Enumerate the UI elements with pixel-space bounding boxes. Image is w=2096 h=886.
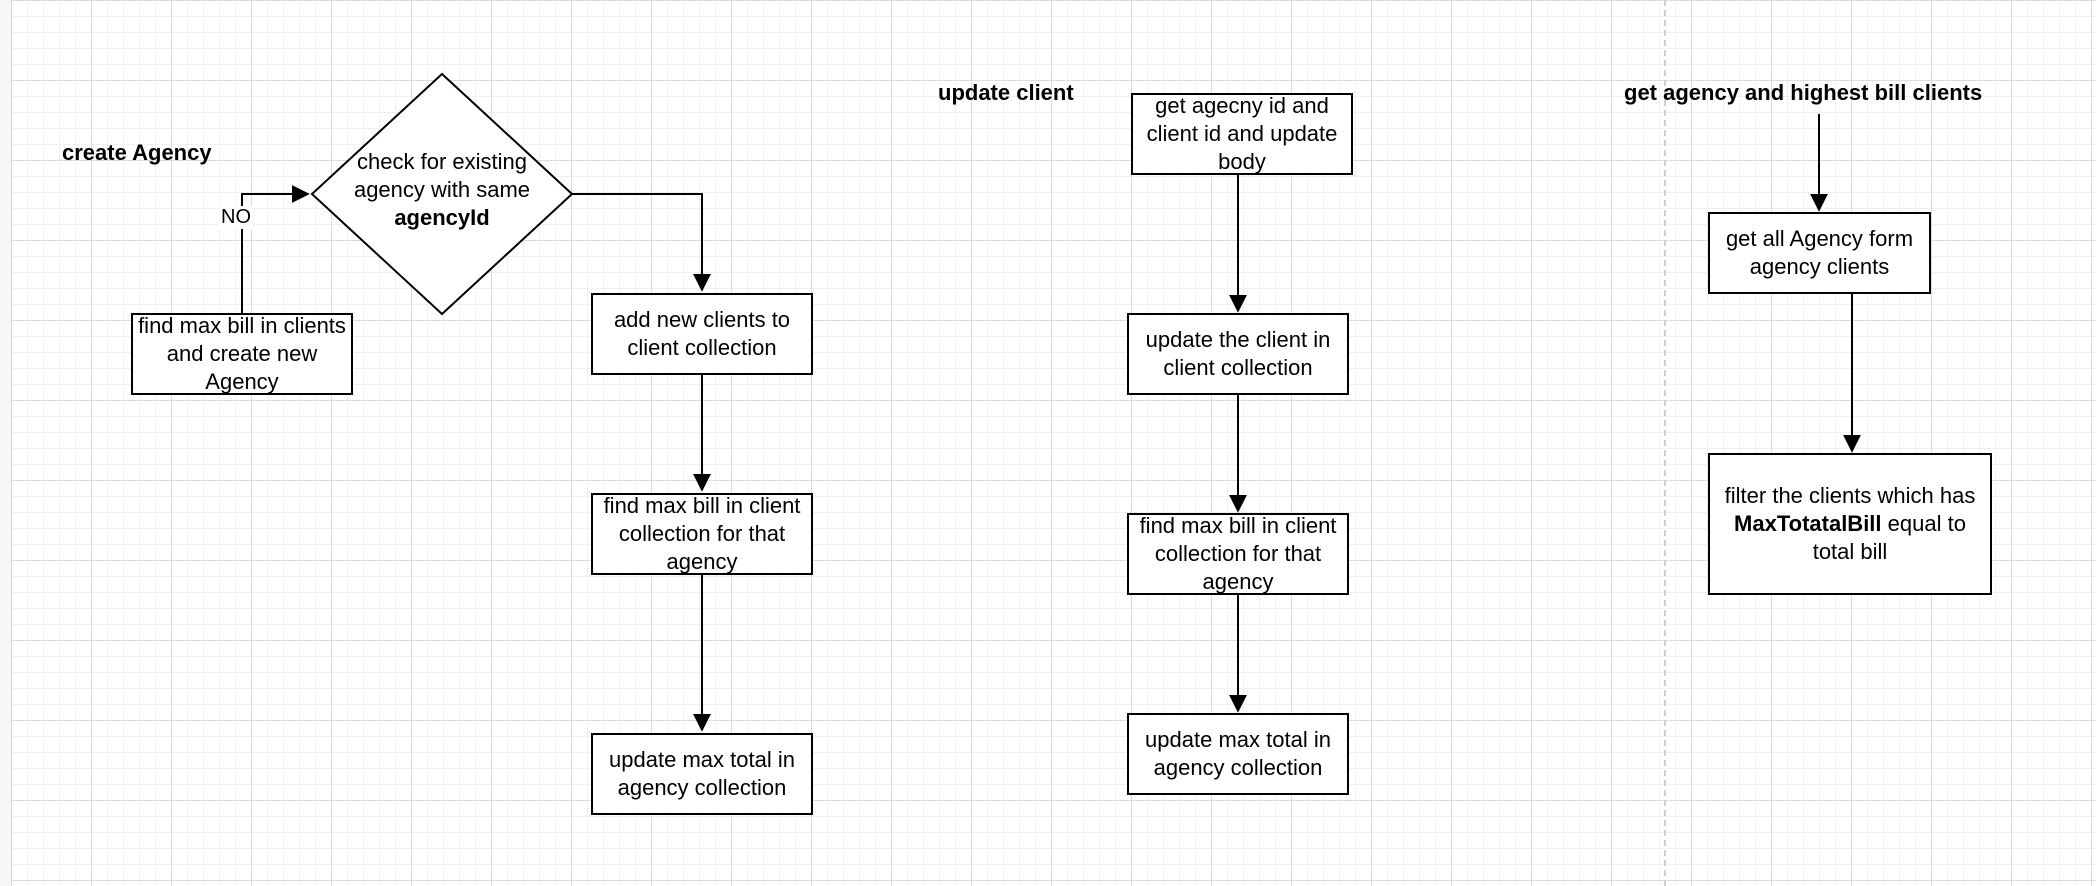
box-update-the-client-label: update the client in client collection <box>1145 327 1331 380</box>
box-filter-clients-bold: MaxTotatalBill <box>1734 511 1882 536</box>
title-get-agency: get agency and highest bill clients <box>1624 80 1983 105</box>
page-break-line <box>1664 0 1666 886</box>
decision-diamond[interactable] <box>310 72 574 316</box>
box-add-new-clients-label: add new clients to client collection <box>613 307 791 360</box>
title-update-client: update client <box>938 80 1074 105</box>
box-update-max-total-update-label: update max total in agency collection <box>1145 727 1331 780</box>
box-update-the-client[interactable]: update the client in client collection <box>1127 313 1349 395</box>
decision-label-bold: agencyId <box>394 205 490 230</box>
box-filter-clients-suffix: equal to total bill <box>1812 511 1966 564</box>
box-find-max-bill-update-label: find max bill in client collection for t… <box>1139 513 1337 594</box>
box-get-ids[interactable]: get agecny id and client id and update b… <box>1131 93 1353 175</box>
box-get-all-agency-label: get all Agency form agency clients <box>1725 226 1914 279</box>
box-filter-clients[interactable]: filter the clients which has MaxTotatalB… <box>1708 453 1992 595</box>
box-update-max-total-update[interactable]: update max total in agency collection <box>1127 713 1349 795</box>
box-filter-clients-prefix: filter the clients which has <box>1724 483 1976 508</box>
decision-label-text: check for existing agency with same <box>353 149 531 202</box>
box-filter-clients-label: filter the clients which has MaxTotatalB… <box>1713 482 1987 566</box>
box-get-all-agency[interactable]: get all Agency form agency clients <box>1708 212 1931 294</box>
edge-decision-to-add-clients[interactable] <box>572 193 711 292</box>
box-update-max-total-create[interactable]: update max total in agency collection <box>591 733 813 815</box>
decision-label: check for existing agency with same agen… <box>337 148 547 232</box>
box-find-max-bill-create-label: find max bill in client collection for t… <box>603 493 801 574</box>
box-get-ids-label: get agecny id and client id and update b… <box>1146 93 1338 174</box>
box-add-new-clients[interactable]: add new clients to client collection <box>591 293 813 375</box>
box-update-max-total-create-label: update max total in agency collection <box>609 747 795 800</box>
box-find-max-bill-create[interactable]: find max bill in client collection for t… <box>591 493 813 575</box>
edge-label-no: NO <box>219 206 253 229</box>
canvas-left-edge <box>0 0 12 886</box>
box-create-new-agency[interactable]: find max bill in clients and create new … <box>131 313 353 395</box>
box-create-new-agency-label: find max bill in clients and create new … <box>138 313 346 394</box>
box-find-max-bill-update[interactable]: find max bill in client collection for t… <box>1127 513 1349 595</box>
title-create-agency: create Agency <box>62 140 212 165</box>
edge-no-branch[interactable] <box>241 185 310 313</box>
